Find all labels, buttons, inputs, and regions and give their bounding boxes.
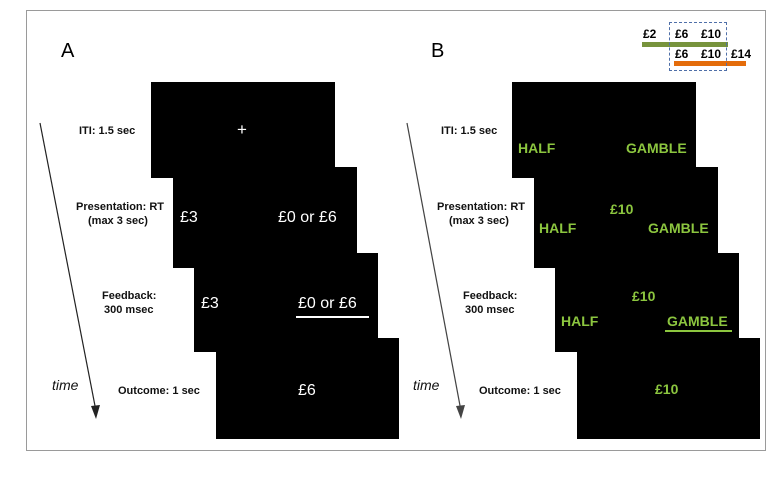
outcome-amount: £10 — [655, 381, 679, 397]
legend-row1-value: £10 — [701, 27, 722, 41]
feedback-sublabel: 300 msec — [104, 304, 154, 316]
time-arrow — [406, 122, 465, 419]
outcome-label: Outcome: 1 sec — [118, 385, 200, 397]
sure-amount: £3 — [180, 209, 198, 226]
panel-a-letter: A — [61, 40, 75, 62]
presentation-sublabel: (max 3 sec) — [449, 215, 509, 227]
legend-row2-value: £6 — [675, 47, 689, 61]
outcome-label: Outcome: 1 sec — [479, 385, 561, 397]
gamble-option-chosen: GAMBLE — [667, 313, 728, 329]
choice-underline — [296, 316, 369, 318]
presentation-label: Presentation: RT — [76, 201, 165, 213]
panel-a-outcome-screen: £6 — [216, 338, 399, 439]
iti-label: ITI: 1.5 sec — [441, 125, 498, 137]
panel-a-iti-screen: + — [151, 82, 335, 178]
gamble-option: GAMBLE — [648, 220, 709, 236]
fixation-cross: + — [237, 120, 247, 139]
panel-b-outcome-screen: £10 — [577, 338, 760, 439]
time-arrow — [39, 122, 100, 419]
endowment-amount: £10 — [632, 288, 656, 304]
gamble-option: GAMBLE — [626, 140, 687, 156]
outcome-amount: £6 — [298, 382, 316, 399]
legend-row1-value: £6 — [675, 27, 689, 41]
legend-row2-value: £14 — [731, 47, 752, 61]
sure-amount: £3 — [201, 295, 219, 312]
feedback-label: Feedback: — [102, 290, 157, 302]
legend-row1-value: £2 — [643, 27, 657, 41]
legend-row2-value: £10 — [701, 47, 722, 61]
legend-green-bar — [642, 42, 728, 47]
panel-b-iti-screen: HALF GAMBLE — [512, 82, 696, 178]
time-label: time — [413, 377, 440, 393]
gamble-amounts: £0 or £6 — [278, 209, 337, 226]
feedback-sublabel: 300 msec — [465, 304, 515, 316]
panel-b-presentation-screen: £10 HALF GAMBLE — [534, 167, 718, 268]
feedback-label: Feedback: — [463, 290, 518, 302]
half-option: HALF — [539, 220, 577, 236]
half-option: HALF — [561, 313, 599, 329]
presentation-label: Presentation: RT — [437, 201, 526, 213]
choice-underline — [665, 330, 732, 332]
time-label: time — [52, 377, 79, 393]
figure-frame — [26, 10, 766, 451]
legend-orange-bar — [674, 61, 746, 66]
legend-dashed-box — [669, 22, 727, 71]
endowment-amount: £10 — [610, 201, 634, 217]
iti-label: ITI: 1.5 sec — [79, 125, 136, 137]
presentation-sublabel: (max 3 sec) — [88, 215, 148, 227]
chosen-gamble-amounts: £0 or £6 — [298, 295, 357, 312]
panel-a-feedback-screen: £3 £0 or £6 — [194, 253, 378, 352]
panel-b-letter: B — [431, 40, 445, 62]
panel-a-presentation-screen: £3 £0 or £6 — [173, 167, 357, 268]
panel-b-feedback-screen: £10 HALF GAMBLE — [555, 253, 739, 352]
half-option: HALF — [518, 140, 556, 156]
